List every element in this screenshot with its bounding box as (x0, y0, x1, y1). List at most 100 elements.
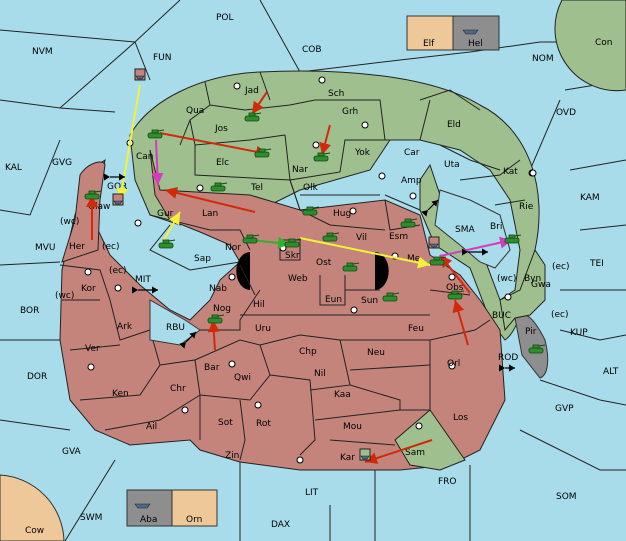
tank-icon (400, 218, 418, 228)
svg-text:GOR: GOR (107, 182, 127, 192)
svg-text:Elc: Elc (216, 158, 229, 168)
svg-text:Glaw: Glaw (88, 202, 110, 212)
svg-text:Ken: Ken (112, 389, 129, 399)
svg-text:Bar: Bar (204, 363, 220, 373)
svg-text:Eun: Eun (325, 295, 342, 305)
svg-text:(ec): (ec) (552, 262, 570, 272)
region-glaw[interactable] (61, 161, 106, 263)
svg-text:Jad: Jad (244, 86, 259, 96)
svg-text:NOM: NOM (532, 54, 554, 64)
svg-text:Mou: Mou (343, 422, 362, 432)
svg-text:Gwa: Gwa (531, 280, 551, 290)
svg-text:POL: POL (216, 13, 234, 23)
svg-text:Nog: Nog (213, 304, 231, 314)
svg-text:Kor: Kor (81, 284, 96, 294)
svg-text:LIT: LIT (305, 488, 319, 498)
svg-text:Jos: Jos (214, 124, 228, 134)
region-con[interactable] (554, 0, 626, 92)
svg-text:TEI: TEI (589, 259, 604, 269)
tank-icon (84, 190, 102, 200)
svg-text:Bri: Bri (490, 222, 502, 232)
svg-text:Tel: Tel (250, 183, 263, 193)
region-labels: POL NVM FUN COB NOM Con OVD KAL GVG GOR … (5, 13, 619, 536)
supply-center-icon (448, 273, 456, 281)
svg-text:FUN: FUN (153, 53, 172, 63)
region-pir[interactable] (514, 313, 549, 379)
supply-center-icon (415, 422, 423, 430)
svg-text:KUP: KUP (570, 328, 588, 338)
supply-center-icon (84, 268, 92, 276)
svg-text:Sch: Sch (328, 89, 344, 99)
svg-text:SOM: SOM (556, 492, 577, 502)
svg-text:Kar: Kar (340, 453, 355, 463)
svg-text:Skr: Skr (285, 251, 300, 261)
svg-text:Con: Con (595, 38, 613, 48)
svg-text:ALT: ALT (603, 367, 619, 377)
tank-icon (382, 292, 400, 302)
supply-center-icon (349, 207, 357, 215)
tank-icon (447, 290, 465, 300)
svg-text:MIT: MIT (135, 275, 151, 285)
svg-text:Orn: Orn (186, 515, 202, 525)
svg-text:RBU: RBU (166, 323, 185, 333)
box-elf-hel: Elf Hel (406, 15, 500, 51)
supply-center-icon (254, 401, 262, 409)
tank-icon (210, 182, 228, 192)
supply-center-icon (504, 293, 512, 301)
svg-text:Neu: Neu (367, 348, 385, 358)
supply-center-icon (409, 192, 417, 200)
supply-center-icon (114, 284, 122, 292)
region-cow[interactable] (0, 474, 65, 541)
svg-text:Hil: Hil (253, 300, 265, 310)
svg-text:KAM: KAM (580, 193, 600, 203)
svg-text:Aba: Aba (140, 515, 157, 525)
svg-text:Ost: Ost (316, 258, 332, 268)
tank-icon (342, 262, 360, 272)
supply-center-icon (196, 184, 204, 192)
svg-text:Nab: Nab (209, 284, 227, 294)
region-sma[interactable] (434, 189, 511, 269)
svg-text:Ver: Ver (85, 344, 100, 354)
svg-text:Uru: Uru (255, 324, 271, 334)
svg-text:Chp: Chp (299, 347, 317, 357)
svg-text:Nar: Nar (292, 165, 308, 175)
tank-icon (429, 256, 447, 266)
svg-text:GVG: GVG (52, 158, 72, 168)
svg-text:(ec): (ec) (102, 242, 120, 252)
supply-centers (84, 76, 537, 464)
supply-center-icon (448, 362, 456, 370)
svg-text:GVA: GVA (62, 447, 82, 457)
tank-icon (158, 239, 176, 249)
units (84, 68, 546, 461)
svg-text:Sun: Sun (361, 296, 378, 306)
supply-center-icon (87, 363, 95, 371)
svg-text:Orl: Orl (447, 359, 460, 369)
svg-text:Qwi: Qwi (234, 373, 251, 383)
green-territory[interactable] (129, 70, 540, 341)
svg-text:Rot: Rot (256, 419, 271, 429)
region-orn[interactable] (171, 489, 218, 527)
svg-text:MVU: MVU (35, 243, 56, 253)
supply-center-icon (312, 141, 320, 149)
svg-text:Kaa: Kaa (334, 390, 351, 400)
tank-icon (528, 344, 546, 354)
svg-text:Cow: Cow (25, 526, 44, 536)
svg-text:Byn: Byn (524, 274, 541, 284)
supply-center-icon (350, 306, 358, 314)
tank-icon (254, 148, 272, 158)
tank-icon (207, 314, 225, 324)
svg-text:Ark: Ark (117, 322, 133, 332)
svg-text:Ail: Ail (146, 422, 157, 432)
svg-text:FRO: FRO (438, 477, 457, 487)
boat-icon (462, 29, 479, 35)
tank-icon (313, 152, 331, 162)
tank-icon (284, 238, 302, 248)
supply-center-icon (361, 121, 369, 129)
svg-text:Yok: Yok (354, 148, 371, 158)
region-gwa[interactable] (499, 248, 546, 332)
svg-text:KAL: KAL (5, 163, 22, 173)
svg-text:(ec): (ec) (109, 266, 127, 276)
svg-text:Esm: Esm (389, 232, 408, 242)
